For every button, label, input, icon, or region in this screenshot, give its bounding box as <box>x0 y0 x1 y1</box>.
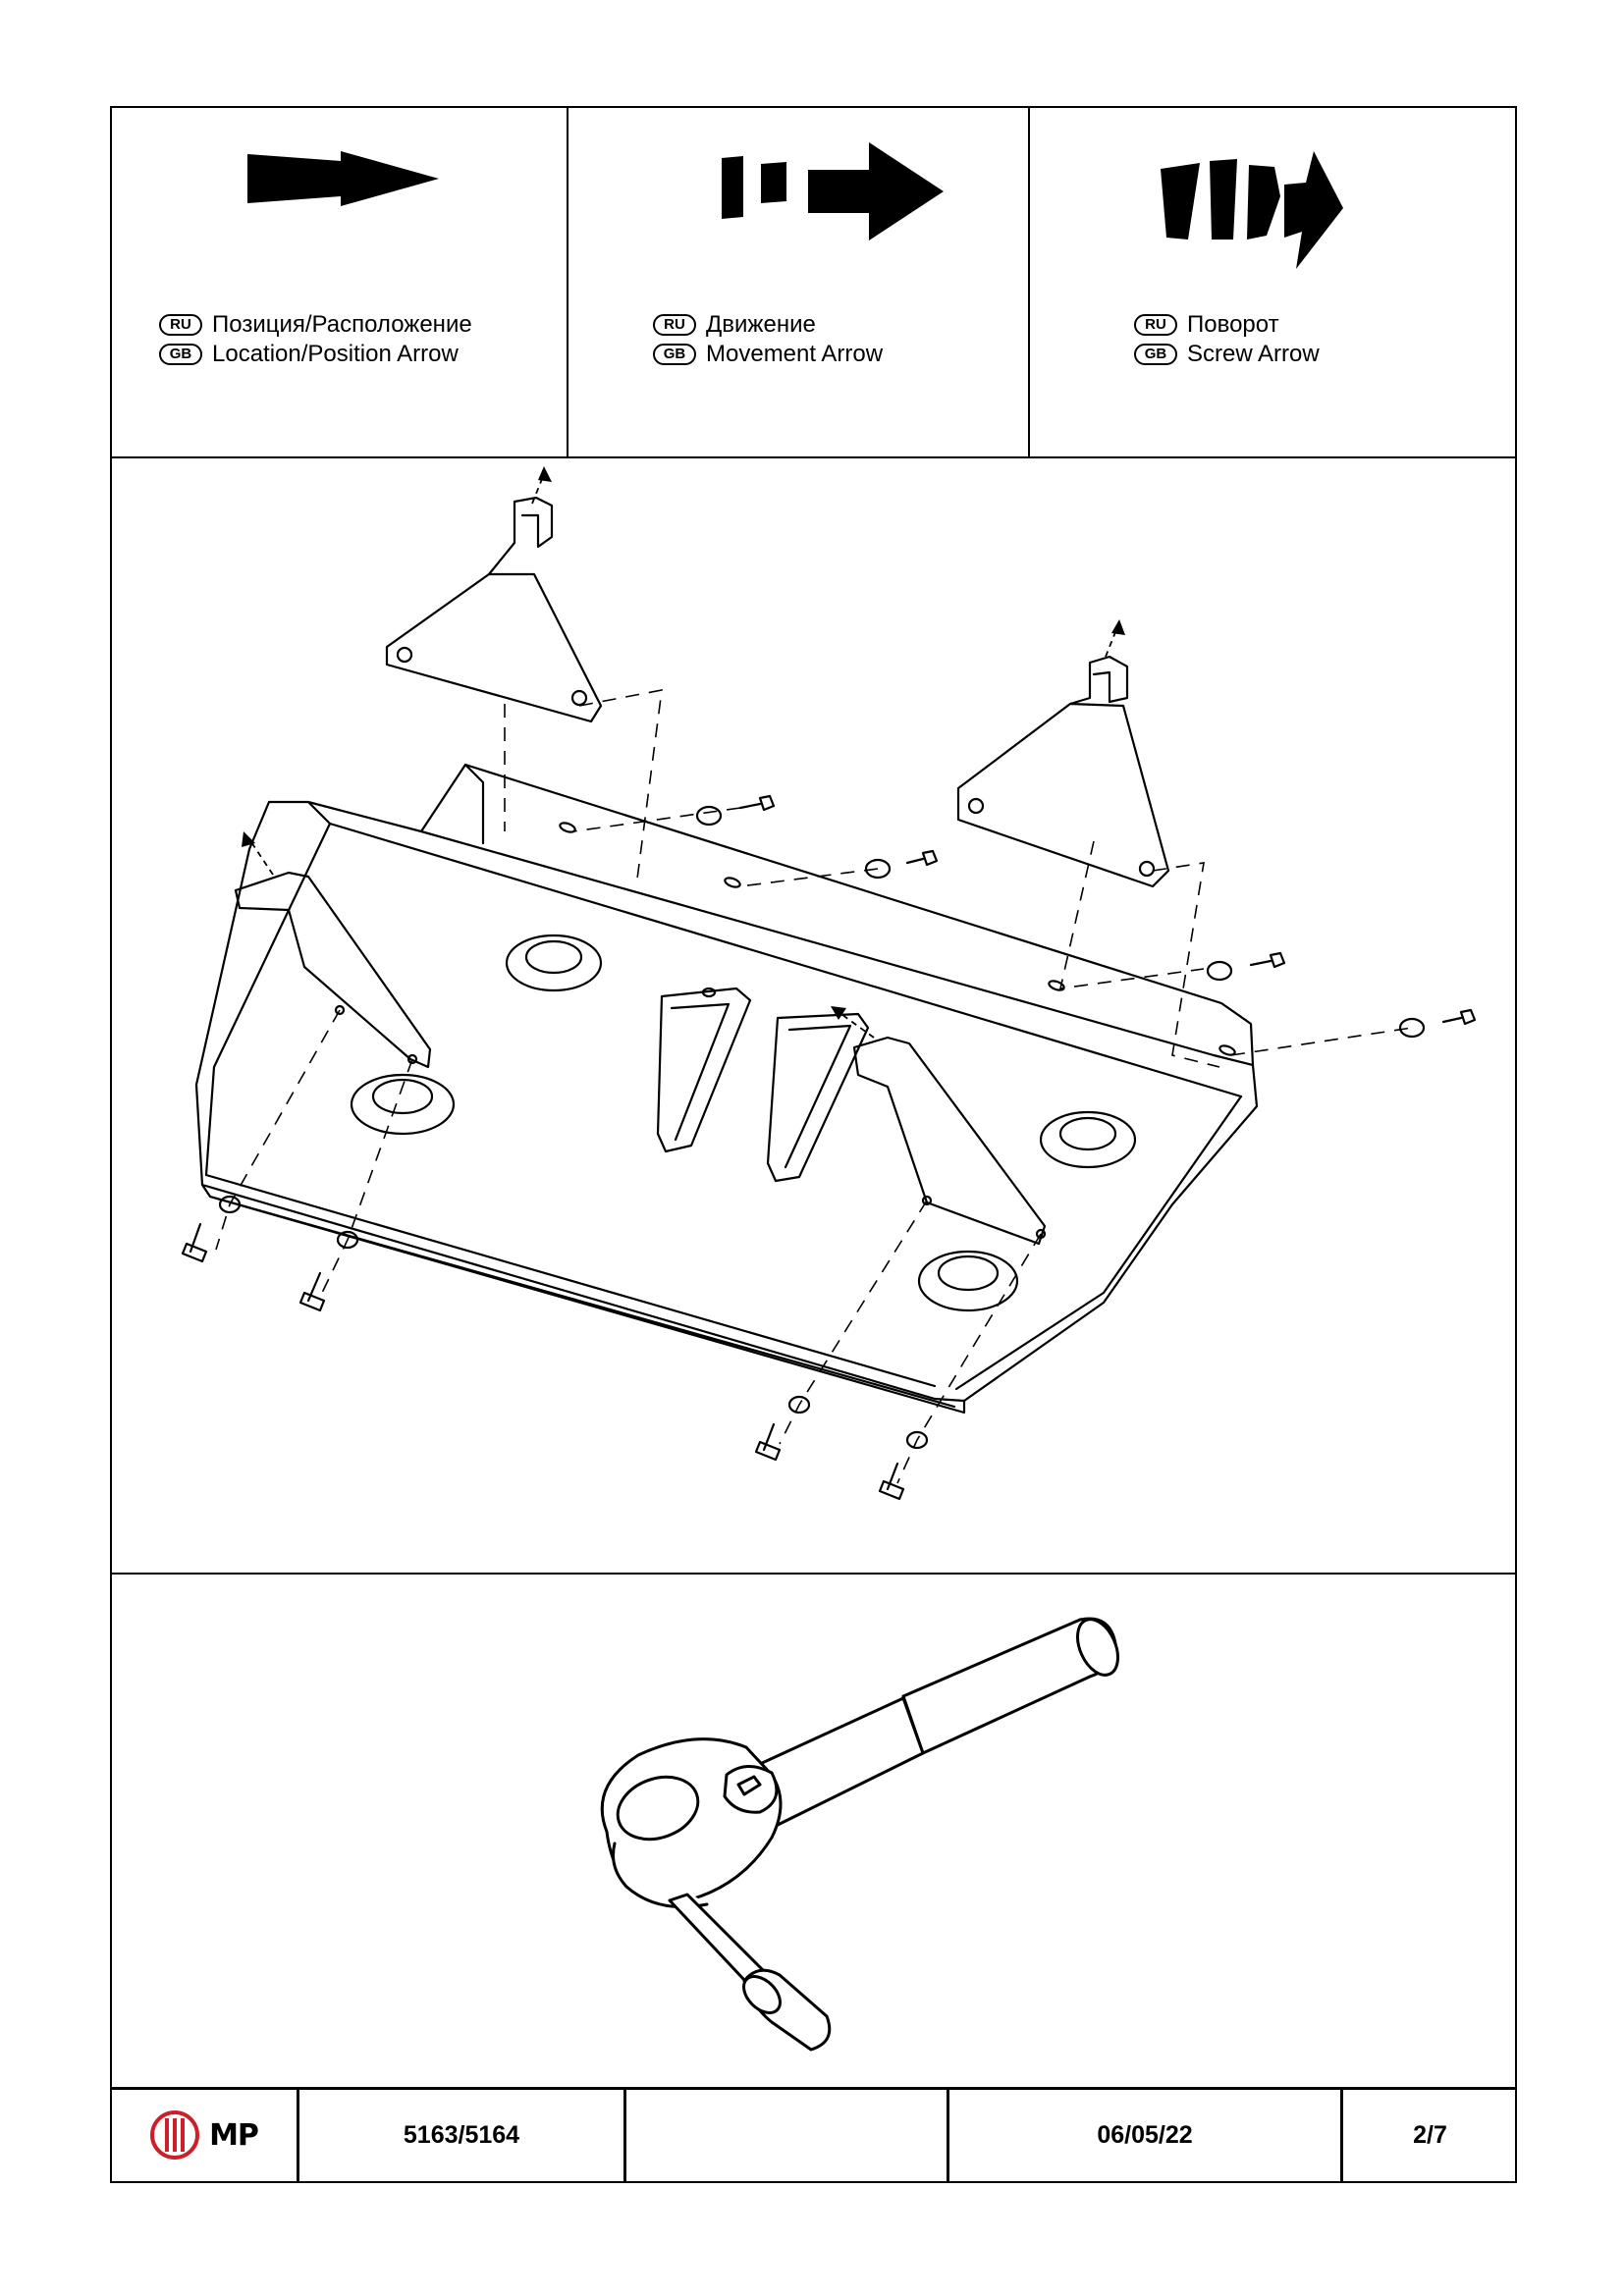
legend-screw-gb: Screw Arrow <box>1187 341 1320 367</box>
gb-badge: GB <box>1134 344 1177 365</box>
ru-badge: RU <box>653 314 696 336</box>
legend-movement-gb: Movement Arrow <box>706 341 884 367</box>
location-position-arrow-icon <box>247 151 439 206</box>
skid-plate <box>194 800 1259 1403</box>
part-number: 5163/5164 <box>403 2120 520 2149</box>
footer-blank-cell <box>626 2087 947 2183</box>
legend-divider-1 <box>567 106 568 457</box>
page-frame <box>110 106 1517 2183</box>
footer-title-block: MP 5163/5164 06/05/22 2/7 <box>110 2087 1517 2183</box>
legend-location-ru: Позиция/Расположение <box>212 311 472 338</box>
logo-text: MP <box>209 2117 259 2153</box>
diagram-bottom-divider <box>110 1573 1517 1575</box>
gb-badge: GB <box>653 344 696 365</box>
skid-plate-assembly-illustration <box>181 466 1477 1501</box>
page-number: 2/7 <box>1413 2120 1447 2149</box>
left-bracket <box>234 871 432 1069</box>
top-bracket <box>385 572 603 723</box>
legend-movement-ru: Движение <box>706 311 816 338</box>
legend-location-gb: Location/Position Arrow <box>212 341 459 367</box>
footer-divider-1 <box>297 2087 299 2183</box>
ru-badge: RU <box>1134 314 1177 336</box>
footer-divider-2 <box>623 2087 626 2183</box>
footer-top-border <box>110 2087 1517 2090</box>
footer-divider-3 <box>947 2087 949 2183</box>
ratchet-wrench-illustration <box>600 1617 1119 2052</box>
footer-logo-cell: MP <box>110 2087 297 2183</box>
right-bracket <box>852 1036 1047 1246</box>
movement-arrow-icon <box>722 142 944 240</box>
footer-divider-4 <box>1340 2087 1343 2183</box>
right-floating-bracket <box>956 702 1170 888</box>
date: 06/05/22 <box>1097 2120 1193 2149</box>
screw-arrow-icon <box>1161 151 1343 269</box>
legend-screw-ru: Поворот <box>1187 311 1279 338</box>
mp-logo-icon <box>150 2110 200 2160</box>
legend-divider-2 <box>1028 106 1030 457</box>
legend-bottom-divider <box>110 456 1517 458</box>
ru-badge: RU <box>159 314 202 336</box>
gb-badge: GB <box>159 344 202 365</box>
